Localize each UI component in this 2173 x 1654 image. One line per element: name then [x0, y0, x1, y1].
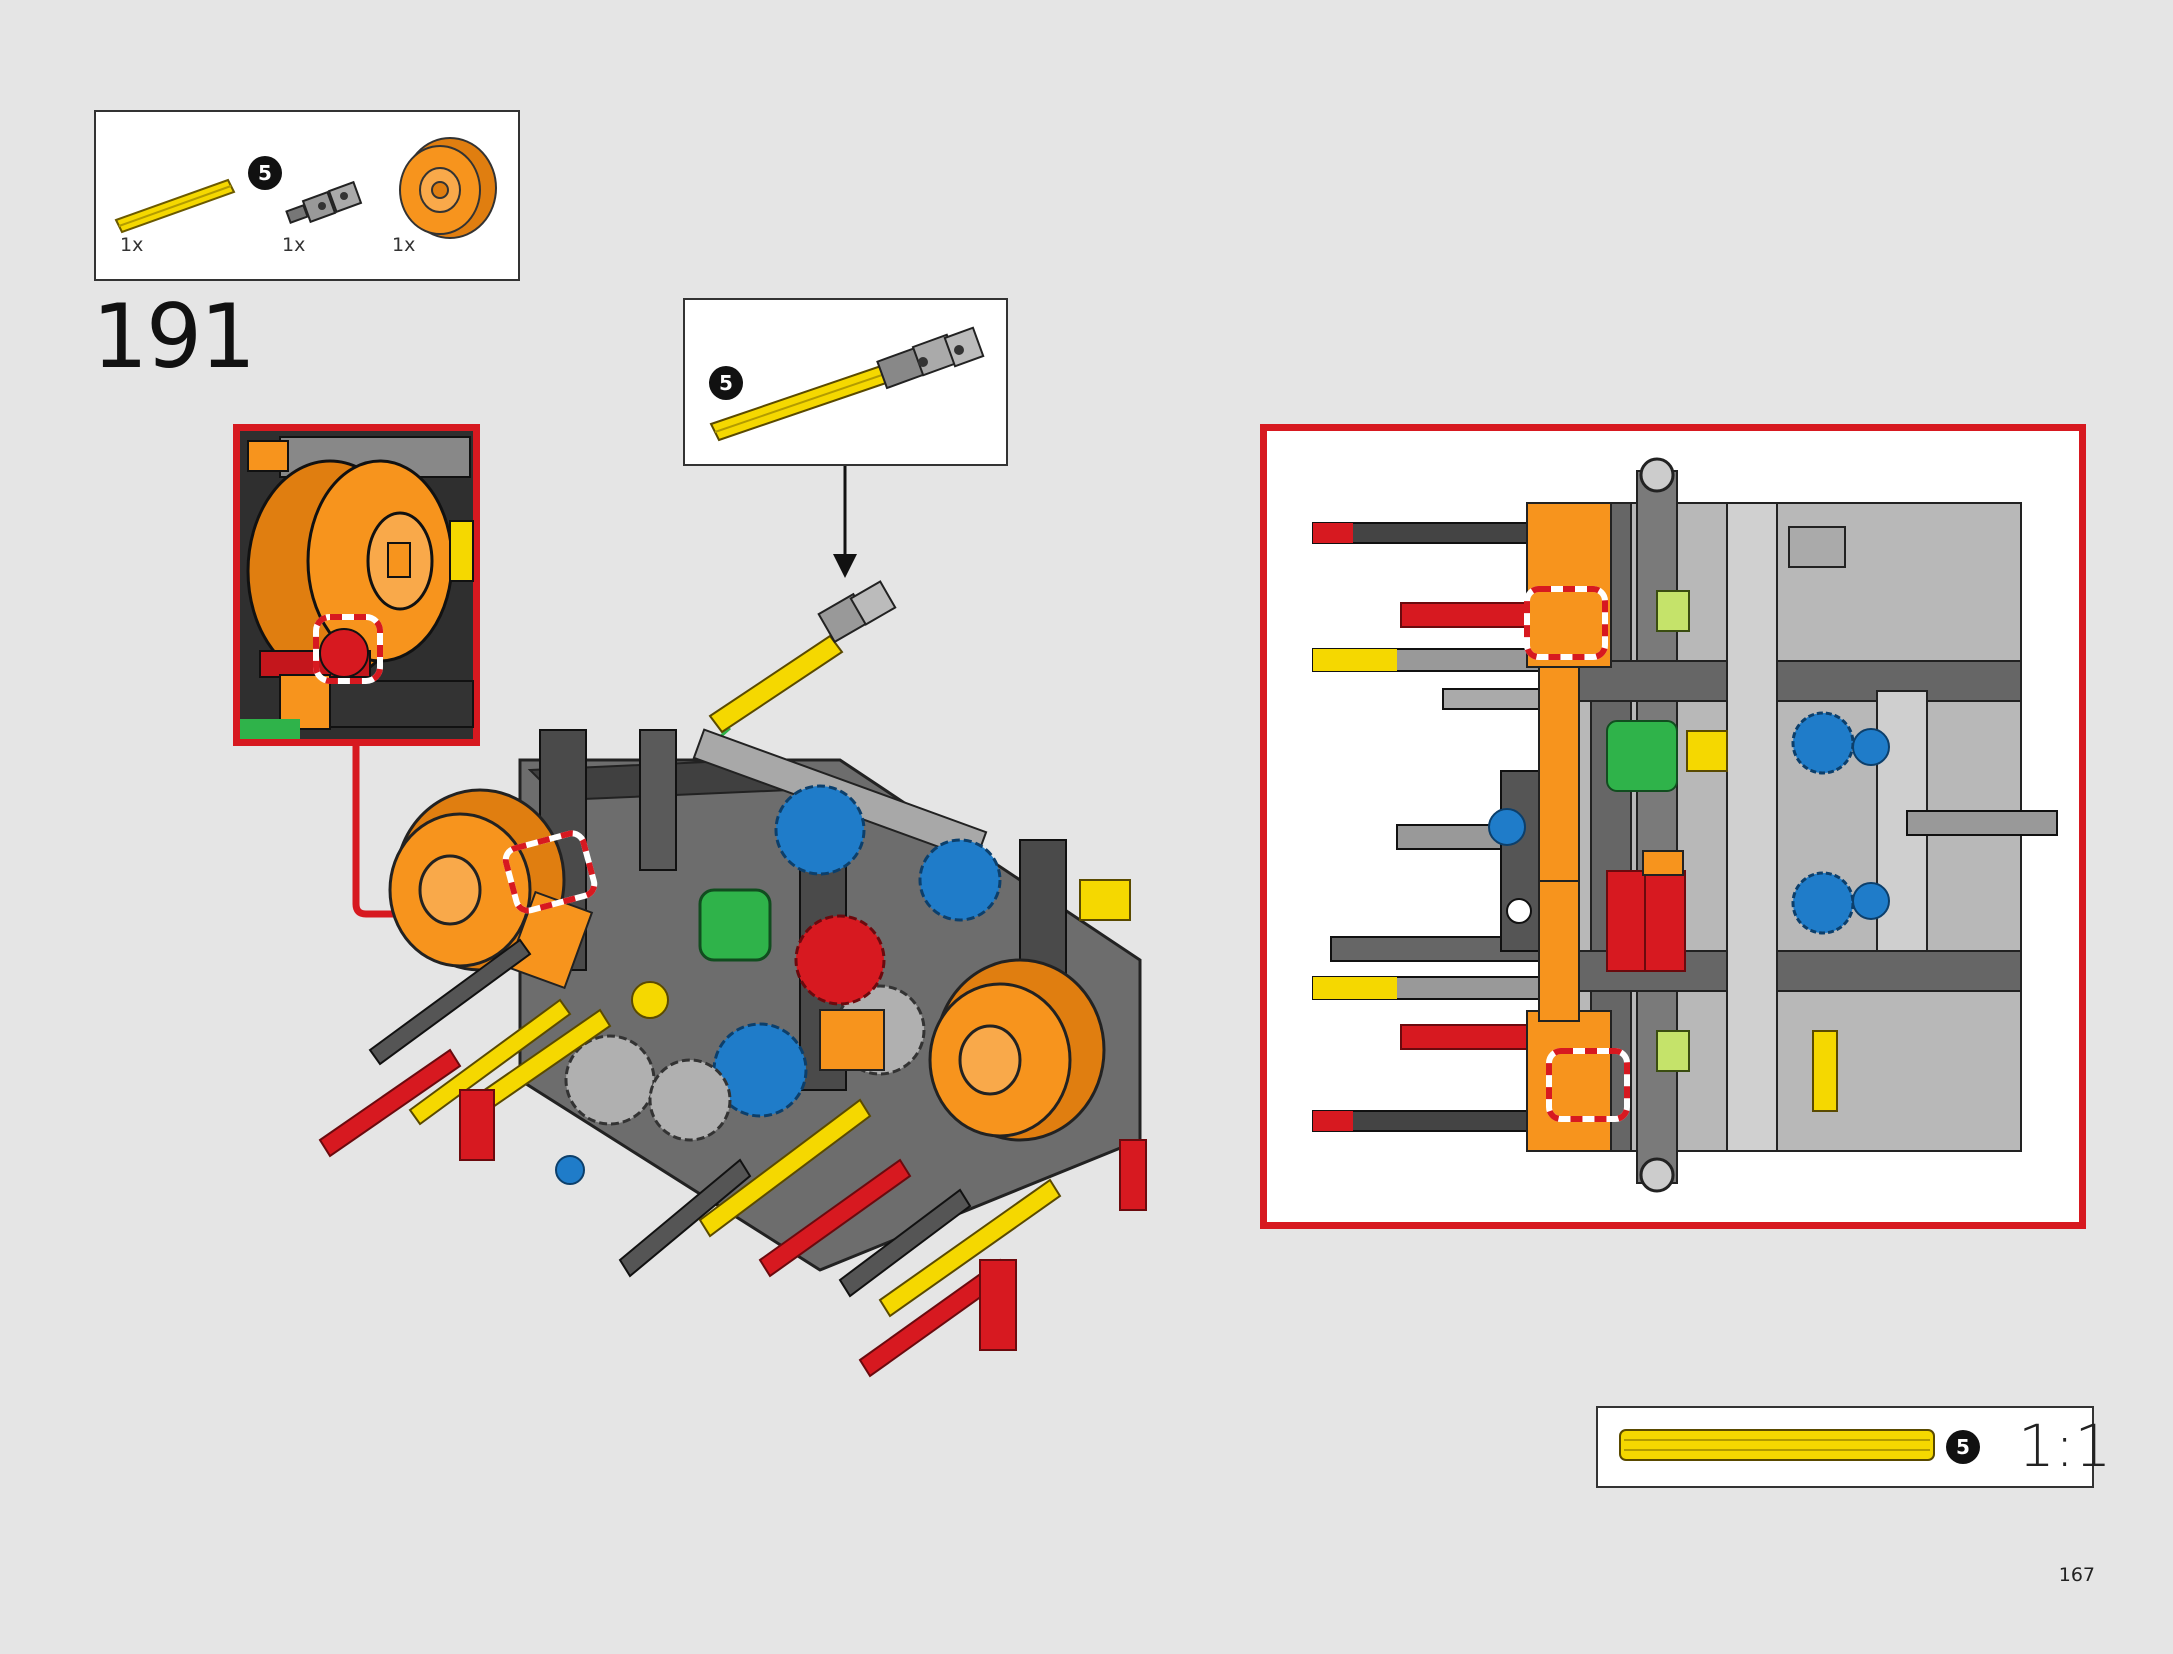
detail-callout-left: [233, 424, 480, 746]
step-number: 191: [92, 285, 256, 388]
top-view-illustration: [1312, 457, 2058, 1193]
parts-axle-length-badge: 5: [248, 156, 282, 190]
main-model-illustration: [318, 580, 1147, 1378]
parts-qty-universal-joint: 1x: [282, 234, 306, 256]
detail-connector-line: [352, 744, 462, 918]
subassembly-axle-length-badge: 5: [709, 366, 743, 400]
page-number: 167: [2058, 1564, 2095, 1586]
orange-hub-part-icon: [399, 137, 497, 239]
parts-qty-orange-hub: 1x: [392, 234, 416, 256]
universal-joint-part-icon: [285, 180, 363, 224]
parts-list-box: 5 1x 1x 1x: [94, 110, 520, 281]
detail-callout-top-view: [1260, 424, 2086, 1229]
scale-axle-icon: [1619, 1429, 1935, 1461]
yellow-axle-part-icon: [114, 178, 236, 234]
axle-with-universal-joint-icon: [709, 326, 985, 442]
scale-axle-length-badge: 5: [1946, 1430, 1980, 1464]
detail-left-illustration: [240, 431, 474, 739]
insertion-arrow: [833, 466, 857, 578]
scale-reference-box: 5 1:1: [1596, 1406, 2111, 1488]
subassembly-callout-box: 5: [683, 298, 1008, 466]
parts-qty-axle: 1x: [120, 234, 144, 256]
scale-ratio: 1:1: [2018, 1412, 2112, 1480]
